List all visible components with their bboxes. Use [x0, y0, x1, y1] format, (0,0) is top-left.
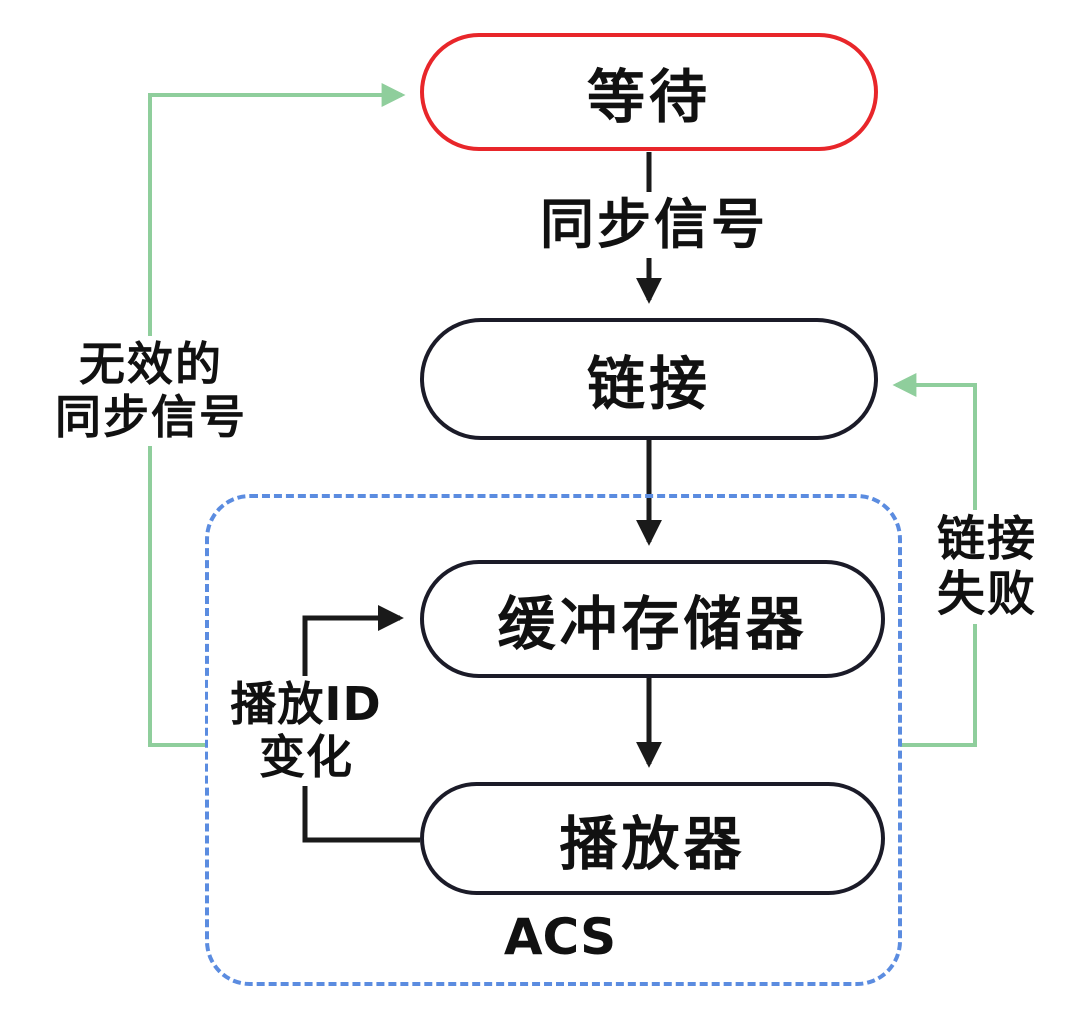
invalid-sync-line1: 无效的 [79, 337, 223, 391]
acs-group-box [205, 494, 902, 986]
node-link: 链接 [420, 318, 878, 440]
invalid-sync-line2: 同步信号 [55, 389, 247, 444]
edge-label-invalid-sync: 无效的 同步信号 [44, 336, 258, 446]
edge-label-sync-signal: 同步信号 [498, 192, 810, 259]
sync-signal-text: 同步信号 [540, 193, 768, 256]
link-fail-line1: 链接 [936, 511, 1037, 567]
node-player-label: 播放器 [559, 809, 746, 878]
node-wait: 等待 [420, 33, 878, 151]
node-buffer-label: 缓冲存储器 [497, 590, 808, 658]
edge-label-play-id: 播放ID 变化 [208, 676, 404, 786]
node-wait-label: 等待 [586, 63, 711, 131]
play-id-line1: 播放ID [230, 677, 382, 731]
play-id-line2: 变化 [259, 729, 353, 784]
node-link-label: 链接 [586, 350, 711, 418]
edge-label-link-fail: 链接 失败 [908, 510, 1066, 625]
link-fail-line2: 失败 [936, 566, 1037, 623]
node-player: 播放器 [420, 782, 885, 895]
acs-group-label: ACS [503, 908, 617, 966]
node-buffer: 缓冲存储器 [420, 560, 885, 678]
